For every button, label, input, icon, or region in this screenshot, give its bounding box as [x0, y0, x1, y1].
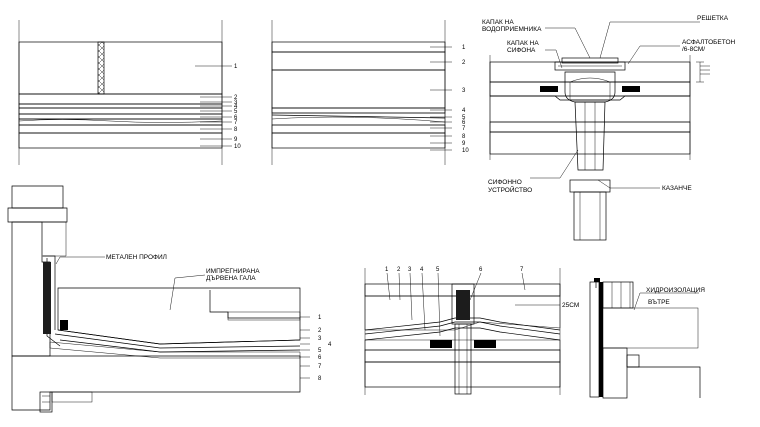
callout-d5-6: 6	[479, 267, 483, 273]
detail-roof-layers-1: 1 2 3 4 5 6 7 8 9 10	[18, 20, 241, 165]
label-kapak-sifona-2: СИФОНА	[507, 47, 536, 54]
callout-d1-2: 2	[234, 95, 238, 101]
callout-d2-7: 7	[462, 126, 466, 132]
label-hidroizolacia: ХИДРОИЗОЛАЦИЯ	[646, 287, 705, 294]
detail-roof-layers-2: 1 2 3 4 5 6 7 8 9 10	[271, 20, 469, 165]
callout-d1-6: 6	[234, 115, 238, 121]
callout-d4-6: 6	[318, 355, 322, 361]
callout-d2-6: 6	[462, 120, 466, 126]
label-kazanche: КАЗАНЧЕ	[662, 185, 692, 192]
callout-d2-8: 8	[462, 134, 466, 140]
callout-d5-5: 5	[436, 267, 440, 273]
callout-d1-1: 1	[234, 64, 238, 70]
callout-d1-10: 10	[234, 144, 241, 150]
label-dim-25cm: 25СМ	[562, 302, 579, 309]
label-kapak-vodopriemnika-1: КАПАК НА	[482, 19, 514, 26]
callout-d4-2: 2	[318, 328, 322, 334]
callout-d4-7: 7	[318, 364, 322, 370]
callout-d5-1: 1	[385, 267, 389, 273]
callout-d2-1: 1	[462, 45, 466, 51]
callout-d4-5: 5	[318, 348, 322, 354]
callout-d1-3: 3	[234, 100, 238, 106]
detail-wall-waterproofing: ХИДРОИЗОЛАЦИЯ ВЪТРЕ	[589, 278, 705, 399]
label-reshetka: РЕШЕТКА	[697, 15, 729, 22]
detail-drain-section: 1 2 3 4 5 6 7 25СМ	[364, 267, 579, 395]
label-vatre: ВЪТРЕ	[648, 299, 670, 306]
detail-parapet: МЕТАЛЕН ПРОФИЛ ИМПРЕГНИРАНА ДЪРВЕНА ГАЛА…	[7, 185, 332, 413]
callout-d5-7: 7	[520, 267, 524, 273]
callout-d4-8: 8	[318, 376, 322, 382]
label-kapak-sifona-1: КАПАК НА	[507, 40, 539, 47]
detail-roof-drain: КАПАК НА ВОДОПРИЕМНИКА РЕШЕТКА КАПАК НА …	[482, 15, 735, 241]
label-asfaltobeton-1: АСФАЛТОБЕТОН	[682, 39, 735, 46]
label-sifonno-2: УСТРОЙСТВО	[488, 185, 532, 194]
label-impregnirana-2: ДЪРВЕНА ГАЛА	[206, 275, 256, 282]
callout-d2-5: 5	[462, 115, 466, 121]
callout-d4-1: 1	[318, 315, 322, 321]
callout-d1-7: 7	[234, 120, 238, 126]
callout-d2-3: 3	[462, 88, 466, 94]
callout-d2-2: 2	[462, 60, 466, 66]
label-metalen-profil: МЕТАЛЕН ПРОФИЛ	[106, 254, 167, 261]
label-sifonno-1: СИФОННО	[488, 179, 522, 186]
callout-d1-8: 8	[234, 127, 238, 133]
callout-d2-10: 10	[462, 148, 469, 154]
callout-d2-9: 9	[462, 141, 466, 147]
label-kapak-vodopriemnika-2: ВОДОПРИЕМНИКА	[482, 26, 542, 33]
callout-d1-5: 5	[234, 109, 238, 115]
callout-d5-4: 4	[420, 267, 424, 273]
callout-d1-9: 9	[234, 137, 238, 143]
callout-d2-4: 4	[462, 108, 466, 114]
callout-d4-3: 3	[318, 336, 322, 342]
callout-d1-4: 4	[234, 104, 238, 110]
callout-d4-4: 4	[328, 342, 332, 348]
callout-d5-2: 2	[397, 267, 401, 273]
label-impregnirana-1: ИМПРЕГНИРАНА	[206, 268, 260, 275]
callout-d5-3: 3	[408, 267, 412, 273]
label-asfaltobeton-2: /6-8СМ/	[682, 46, 705, 53]
